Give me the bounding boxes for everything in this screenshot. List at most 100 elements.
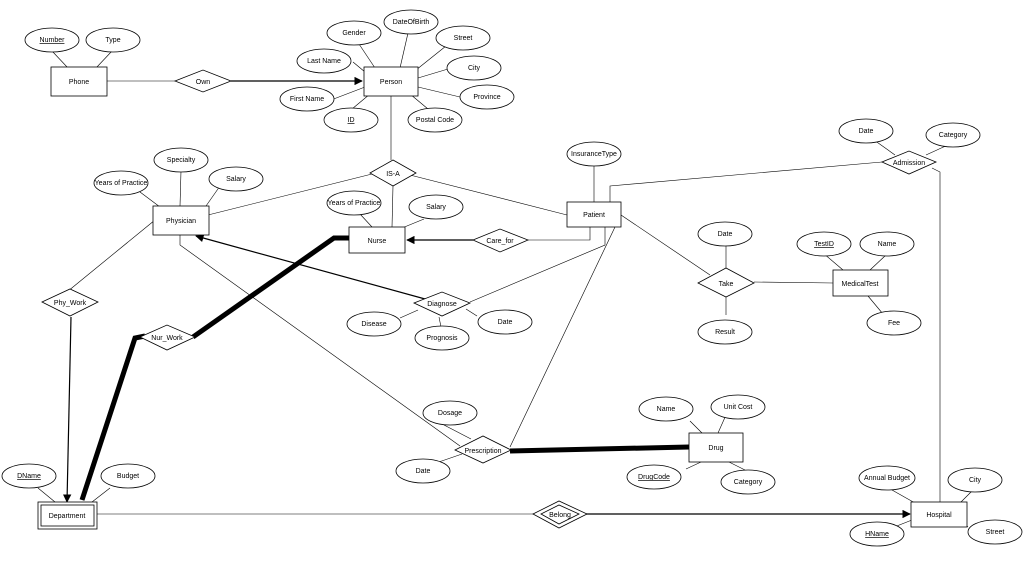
entity-person-label: Person: [380, 79, 402, 86]
attribute-hospital-city: City: [947, 467, 1003, 493]
attribute-admission-date-label: Date: [859, 128, 874, 135]
attribute-test-name-label: Name: [878, 241, 897, 248]
attribute-dept-budget-label: Budget: [117, 473, 139, 480]
attribute-diagnose-disease: Disease: [346, 311, 402, 337]
attribute-nurse-salary-label: Salary: [426, 204, 446, 211]
entity-phone: Phone: [50, 66, 108, 97]
attribute-drug-name: Name: [638, 396, 694, 422]
entity-patient-label: Patient: [583, 212, 605, 219]
attribute-hospital-name-label: HName: [865, 531, 889, 538]
attribute-person-firstname-label: First Name: [290, 96, 324, 103]
relationship-take-label: Take: [719, 281, 734, 288]
entity-drug: Drug: [688, 432, 744, 463]
attribute-drug-code-label: DrugCode: [638, 474, 670, 481]
attribute-diagnose-date-label: Date: [498, 319, 513, 326]
relationship-admission: Admission: [880, 150, 938, 175]
attribute-drug-category-label: Category: [734, 479, 763, 486]
attribute-take-date: Date: [697, 221, 753, 247]
entity-medical-test: MedicalTest: [832, 269, 889, 297]
entity-hospital: Hospital: [910, 501, 968, 528]
entity-drug-label: Drug: [708, 445, 723, 452]
relationship-admission-label: Admission: [893, 160, 925, 167]
attribute-dept-name: DName: [1, 463, 57, 489]
attribute-physician-salary: Salary: [208, 166, 264, 192]
relationship-own: Own: [173, 69, 233, 93]
attribute-hospital-city-label: City: [969, 477, 982, 484]
attribute-drug-unitcost-label: Unit Cost: [724, 404, 753, 411]
attribute-person-city: City: [446, 55, 502, 81]
attribute-physician-specialty-label: Specialty: [167, 157, 196, 164]
relationship-is-a: IS-A: [369, 159, 417, 187]
attribute-admission-category: Category: [925, 122, 981, 148]
attribute-person-gender-label: Gender: [342, 30, 366, 37]
attribute-nurse-years-label: Years of Practice: [328, 200, 381, 207]
attribute-take-date-label: Date: [718, 231, 733, 238]
attribute-diagnose-prognosis: Prognosis: [414, 325, 470, 351]
attribute-person-street-label: Street: [454, 35, 473, 42]
attribute-drug-name-label: Name: [657, 406, 676, 413]
relationship-belong-label: Belong: [549, 512, 571, 519]
relationship-nur-work: Nur_Work: [139, 324, 196, 351]
entity-physician-label: Physician: [166, 218, 196, 225]
attribute-take-result-label: Result: [715, 329, 735, 336]
attribute-person-lastname: Last Name: [296, 48, 352, 74]
attribute-patient-insurance: InsuranceType: [566, 141, 622, 167]
attribute-phone-number-label: Number: [40, 37, 66, 44]
attribute-dept-budget: Budget: [100, 463, 156, 489]
attribute-test-name: Name: [859, 231, 915, 257]
attribute-take-result: Result: [697, 319, 753, 345]
attribute-person-lastname-label: Last Name: [307, 58, 341, 65]
entity-hospital-label: Hospital: [926, 512, 952, 519]
attribute-person-id-label: ID: [348, 117, 355, 124]
attribute-person-id: ID: [323, 107, 379, 133]
relationship-nur-work-label: Nur_Work: [151, 335, 183, 342]
entity-physician: Physician: [152, 205, 210, 236]
attribute-prescription-date-label: Date: [416, 468, 431, 475]
attribute-prescription-dosage: Dosage: [422, 400, 478, 426]
relationship-own-label: Own: [196, 79, 211, 86]
attribute-person-city-label: City: [468, 65, 481, 72]
attribute-hospital-budget: Annual Budget: [858, 465, 916, 491]
relationship-phy-work-label: Phy_Work: [54, 300, 87, 307]
attribute-diagnose-prognosis-label: Prognosis: [426, 335, 458, 342]
attribute-physician-salary-label: Salary: [226, 176, 246, 183]
entity-person: Person: [363, 66, 419, 97]
relationship-is-a-label: IS-A: [386, 171, 400, 178]
attribute-person-province-label: Province: [473, 94, 500, 101]
entity-department: Department: [37, 501, 98, 530]
attribute-person-postal-label: Postal Code: [416, 117, 454, 124]
relationship-care-for-label: Care_for: [486, 238, 514, 245]
attribute-phone-type-label: Type: [105, 37, 120, 44]
entity-department-label: Department: [49, 513, 86, 520]
attribute-phone-type: Type: [85, 27, 141, 53]
attribute-test-fee: Fee: [866, 310, 922, 336]
attribute-hospital-street: Street: [967, 519, 1023, 545]
relationship-belong: Belong: [532, 500, 588, 529]
attribute-physician-years: Years of Practice: [93, 170, 149, 196]
entity-phone-label: Phone: [69, 79, 89, 86]
attribute-diagnose-date: Date: [477, 309, 533, 335]
attribute-hospital-budget-label: Annual Budget: [864, 475, 910, 482]
attribute-person-street: Street: [435, 25, 491, 51]
attribute-nurse-years: Years of Practice: [326, 190, 382, 216]
attribute-test-id-label: TestID: [814, 241, 834, 248]
attribute-drug-category: Category: [720, 469, 776, 495]
attribute-dept-name-label: DName: [17, 473, 41, 480]
attribute-prescription-date: Date: [395, 458, 451, 484]
attribute-admission-category-label: Category: [939, 132, 968, 139]
attribute-person-dob: DateOfBirth: [383, 9, 439, 35]
entity-patient: Patient: [566, 201, 622, 228]
relationship-diagnose-label: Diagnose: [427, 301, 457, 308]
attribute-person-firstname: First Name: [279, 86, 335, 112]
relationship-prescription-label: Prescription: [465, 448, 502, 455]
attribute-diagnose-disease-label: Disease: [361, 321, 386, 328]
attribute-admission-date: Date: [838, 118, 894, 144]
entity-medical-test-label: MedicalTest: [842, 281, 879, 288]
connector-lines: [37, 32, 975, 532]
relationship-phy-work: Phy_Work: [41, 288, 99, 317]
attribute-person-province: Province: [459, 84, 515, 110]
attribute-physician-specialty: Specialty: [153, 147, 209, 173]
attribute-drug-unitcost: Unit Cost: [710, 394, 766, 420]
attribute-hospital-name: HName: [849, 521, 905, 547]
